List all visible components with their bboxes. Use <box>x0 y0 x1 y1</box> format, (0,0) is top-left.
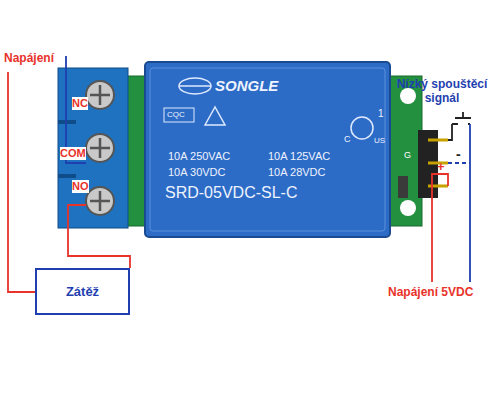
transistor <box>398 176 408 198</box>
terminal-label: NC <box>72 97 88 110</box>
terminal-block <box>58 68 128 228</box>
terminal-divider <box>58 174 76 178</box>
screw-slot <box>90 85 110 105</box>
screw <box>86 187 114 215</box>
supply-label: Napájení 5VDC <box>388 286 473 300</box>
model-label: SRD-05VDC-SL-C <box>165 184 297 202</box>
songle-logo <box>179 85 211 87</box>
terminal-label: NO <box>72 180 89 193</box>
songle-logo <box>179 78 211 94</box>
relay-housing <box>145 62 390 237</box>
ul-mark <box>351 117 373 139</box>
cert-label: C <box>344 134 351 144</box>
cert-label: CQC <box>167 110 185 119</box>
relay-edge <box>150 68 385 231</box>
screw <box>86 81 114 109</box>
rating-label: 10A 28VDC <box>268 166 325 179</box>
terminal-divider <box>58 120 76 124</box>
pin-label: G <box>404 150 411 160</box>
warning-mark <box>205 107 225 125</box>
header-pins <box>428 140 448 186</box>
terminal-screws <box>86 81 114 215</box>
rating-label: 10A 250VAC <box>168 150 230 163</box>
supply-label: Napájení <box>4 52 54 66</box>
pin-label: - <box>456 146 461 162</box>
screw <box>86 134 114 162</box>
cert-label: 1 <box>378 108 384 120</box>
mount-hole <box>400 200 416 216</box>
ground-wire <box>469 124 471 282</box>
no-wire <box>68 205 130 268</box>
cert-label: US <box>374 136 385 145</box>
rating-label: 10A 30VDC <box>168 166 225 179</box>
pin-label: + <box>437 160 445 175</box>
cqc-mark <box>164 108 194 122</box>
screw-slot <box>90 138 110 158</box>
terminal-label: COM <box>60 147 86 160</box>
ground-wire <box>448 162 470 164</box>
load-box: Zátěž <box>35 268 130 315</box>
load-label: Zátěž <box>66 284 99 299</box>
vcc-wire <box>432 174 448 282</box>
brand-label: SONGLE <box>215 77 278 94</box>
trigger-label: Nízký spouštěcí signál <box>390 78 494 106</box>
screw-slot <box>90 191 110 211</box>
rating-label: 10A 125VAC <box>268 150 330 163</box>
push-button <box>452 112 471 124</box>
supply-wire <box>8 72 35 292</box>
trigger-wire <box>448 124 452 140</box>
